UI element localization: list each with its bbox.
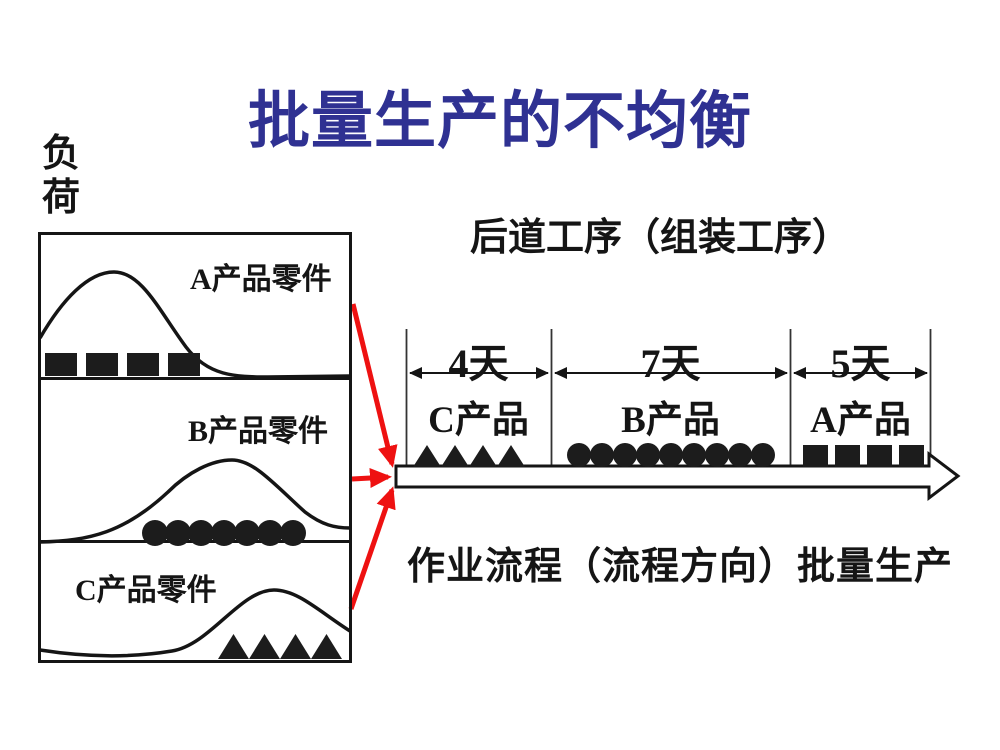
batch-b-circles-row <box>142 520 306 546</box>
triangle-icon <box>280 634 311 659</box>
triangle-icon <box>311 634 342 659</box>
section-product-a: A产品零件 <box>41 235 349 380</box>
red-flow-arrow-a <box>350 303 398 468</box>
red-flow-arrow-c <box>348 486 396 610</box>
circle-icon <box>705 443 729 467</box>
triangle-icon <box>413 445 441 467</box>
square-icon <box>168 353 200 376</box>
circle-icon <box>751 443 775 467</box>
downstream-process-label: 后道工序（组装工序） <box>470 217 851 259</box>
square-icon <box>899 445 924 467</box>
square-icon <box>45 353 77 376</box>
section-c-label: C产品零件 <box>75 574 217 607</box>
triangle-icon <box>497 445 525 467</box>
section-product-b: B产品零件 <box>41 380 349 546</box>
batch-c-triangles-row <box>218 634 342 659</box>
square-icon <box>127 353 159 376</box>
batch-a-squares-row <box>45 353 200 376</box>
timeline-b-circles-row <box>567 443 775 467</box>
circle-icon <box>728 443 752 467</box>
square-icon <box>867 445 892 467</box>
triangle-icon <box>218 634 249 659</box>
slide-title: 批量生产的不均衡 <box>247 88 752 156</box>
flow-direction-label: 作业流程（流程方向）批量生产 <box>407 546 954 588</box>
triangle-icon <box>441 445 469 467</box>
circle-icon <box>567 443 591 467</box>
circle-icon <box>659 443 683 467</box>
load-axis-label: 负 荷 <box>42 133 81 219</box>
product-label-c: C产品 <box>428 400 529 441</box>
red-flow-arrow-b <box>351 468 392 488</box>
section-product-c: C产品零件 <box>41 543 349 660</box>
parts-load-box: A产品零件 B产品零件 C产品零件 <box>38 232 352 663</box>
triangle-icon <box>249 634 280 659</box>
square-icon <box>86 353 118 376</box>
triangle-icon <box>469 445 497 467</box>
square-icon <box>835 445 860 467</box>
duration-label-c: 4天 <box>448 341 509 386</box>
section-a-label: A产品零件 <box>190 263 332 296</box>
circle-icon <box>280 520 306 546</box>
product-label-a: A产品 <box>810 400 911 441</box>
duration-label-a: 5天 <box>830 341 891 386</box>
duration-label-b: 7天 <box>640 341 701 386</box>
timeline-a-squares-row <box>803 445 924 467</box>
product-label-b: B产品 <box>621 400 720 441</box>
circle-icon <box>636 443 660 467</box>
square-icon <box>803 445 828 467</box>
circle-icon <box>613 443 637 467</box>
circle-icon <box>590 443 614 467</box>
timeline-c-triangles-row <box>413 445 525 467</box>
section-b-label: B产品零件 <box>188 415 329 448</box>
circle-icon <box>682 443 706 467</box>
